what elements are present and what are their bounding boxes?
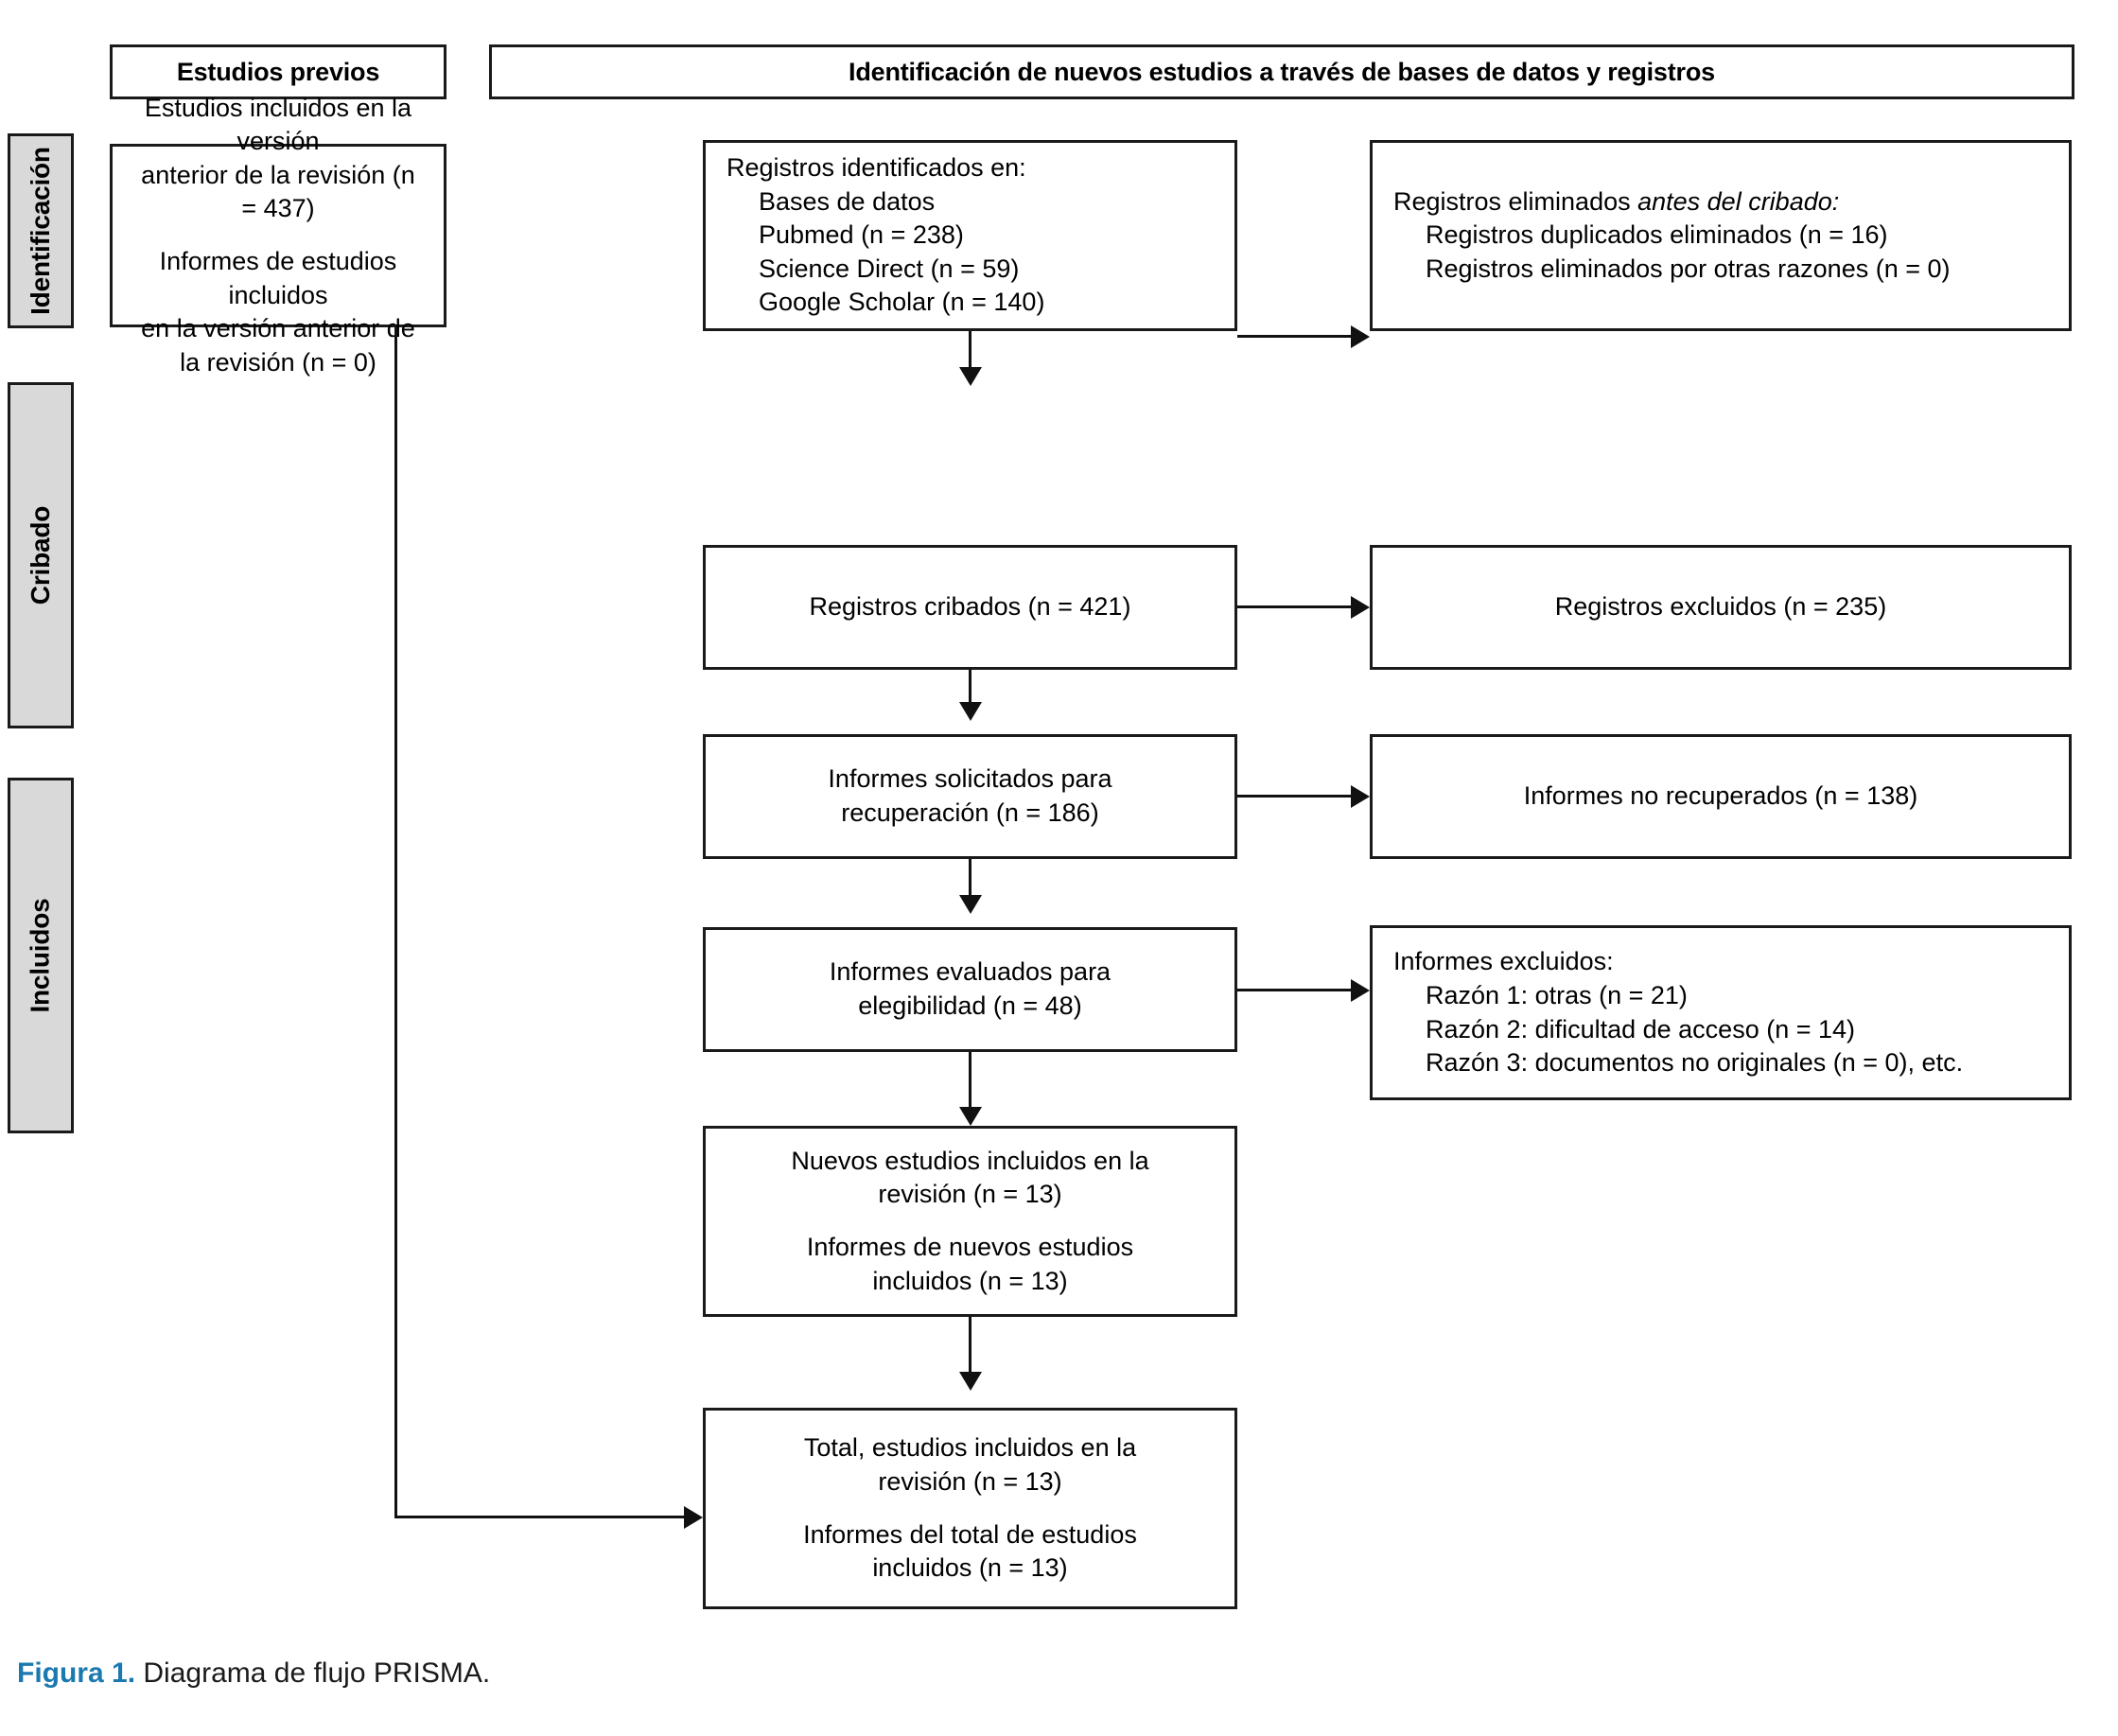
stage-incluidos-label: Incluidos [26,898,56,1013]
previous-included-line5: la revisión (n = 0) [180,347,376,377]
arrow-identified-to-removed [1351,325,1370,348]
box-records-identified: Registros identificados en: Bases de dat… [703,140,1237,331]
new-included-line1: Nuevos estudios incluidos en la [791,1146,1149,1175]
box-new-studies-included: Nuevos estudios incluidos en la revisión… [703,1126,1237,1317]
reports-sought-line1: Informes solicitados para [828,764,1112,794]
records-removed-title-plain: Registros eliminados [1393,186,1638,216]
box-records-excluded: Registros excluidos (n = 235) [1370,545,2072,670]
total-included-line3: Informes del total de estudios [803,1519,1137,1549]
box-reports-excluded: Informes excluidos: Razón 1: otras (n = … [1370,925,2072,1100]
connector-previous-to-total-vertical [394,327,397,1518]
arrow-sought-to-assessed [959,895,982,914]
figure-caption: Figura 1. Diagrama de flujo PRISMA. [17,1657,490,1690]
previous-included-line4: en la versión anterior de [141,314,415,343]
connector-new-to-total [969,1317,971,1376]
previous-included-line3: Informes de estudios incluidos [159,247,397,309]
figure-caption-text: Diagrama de flujo PRISMA. [143,1657,491,1689]
reports-excluded-item3: Razón 3: documentos no originales (n = 0… [1426,1048,1964,1078]
records-removed-title: Registros eliminados antes del cribado: [1393,185,2048,219]
records-removed-item1: Registros duplicados eliminados (n = 16) [1426,220,1888,250]
records-identified-item3: Science Direct (n = 59) [759,254,1020,283]
records-removed-item2: Registros eliminados por otras razones (… [1426,254,1951,283]
figure-caption-label: Figura 1. [17,1657,136,1689]
connector-sought-to-assessed [969,859,971,897]
records-identified-item2: Pubmed (n = 238) [759,220,964,250]
arrow-sought-to-not-retrieved [1351,785,1370,808]
arrow-assessed-to-new-included [959,1107,982,1126]
connector-assessed-to-new-included [969,1052,971,1111]
header-previous-studies-label: Estudios previos [176,57,380,86]
records-removed-title-italic: antes del cribado: [1637,186,1840,216]
stage-cribado: Cribado [8,382,74,728]
records-identified-title: Registros identificados en: [726,152,1026,182]
previous-included-line2: anterior de la revisión (n = 437) [141,160,415,223]
connector-screened-to-sought [969,670,971,706]
stage-identificacion-label: Identificación [26,147,56,315]
connector-identified-to-removed [1237,335,1351,338]
new-included-line2: revisión (n = 13) [878,1180,1062,1209]
header-new-studies: Identificación de nuevos estudios a trav… [489,44,2074,99]
reports-excluded-title: Informes excluidos: [1393,947,1614,976]
connector-identified-to-screened [969,331,971,371]
arrow-identified-to-screened [959,367,982,386]
total-included-line4: incluidos (n = 13) [872,1553,1068,1583]
records-excluded-line1: Registros excluidos (n = 235) [1554,592,1887,622]
stage-identificacion: Identificación [8,133,74,328]
total-included-line2: revisión (n = 13) [878,1466,1062,1496]
arrow-new-to-total [959,1372,982,1391]
reports-assessed-line1: Informes evaluados para [829,957,1112,987]
box-total-studies-included: Total, estudios incluidos en la revisión… [703,1408,1237,1609]
stage-incluidos: Incluidos [8,778,74,1133]
reports-sought-line2: recuperación (n = 186) [841,798,1099,827]
box-records-removed: Registros eliminados antes del cribado: … [1370,140,2072,331]
header-new-studies-label: Identificación de nuevos estudios a trav… [849,57,1715,86]
records-screened-line1: Registros cribados (n = 421) [809,592,1131,622]
box-reports-assessed: Informes evaluados para elegibilidad (n … [703,927,1237,1052]
reports-assessed-line2: elegibilidad (n = 48) [858,991,1082,1020]
arrow-assessed-to-excluded [1351,979,1370,1002]
arrow-screened-to-sought [959,702,982,721]
connector-previous-to-total-horizontal [394,1516,684,1518]
connector-sought-to-not-retrieved [1237,795,1351,798]
box-reports-sought: Informes solicitados para recuperación (… [703,734,1237,859]
connector-assessed-to-excluded [1237,989,1351,991]
box-reports-not-retrieved: Informes no recuperados (n = 138) [1370,734,2072,859]
new-included-line3: Informes de nuevos estudios [806,1233,1134,1261]
total-included-line1: Total, estudios incluidos en la [803,1433,1137,1463]
previous-included-line1: Estudios incluidos en la versión [144,93,412,156]
box-records-screened: Registros cribados (n = 421) [703,545,1237,670]
arrow-screened-to-excluded [1351,596,1370,619]
records-identified-item4: Google Scholar (n = 140) [759,288,1045,317]
new-included-line4: incluidos (n = 13) [872,1266,1068,1295]
reports-excluded-item1: Razón 1: otras (n = 21) [1426,980,1688,1009]
box-previous-studies-included: Estudios incluidos en la versión anterio… [110,94,446,377]
reports-excluded-item2: Razón 2: dificultad de acceso (n = 14) [1426,1014,1856,1043]
reports-not-retrieved-line1: Informes no recuperados (n = 138) [1523,781,1918,811]
header-previous-studies: Estudios previos [110,44,446,99]
connector-screened-to-excluded [1237,605,1351,608]
arrow-previous-to-total [684,1506,703,1529]
records-identified-item1: Bases de datos [759,186,936,216]
stage-cribado-label: Cribado [26,505,56,605]
